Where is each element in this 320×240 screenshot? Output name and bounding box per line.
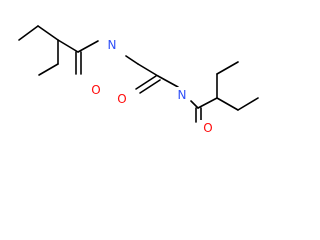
atom-labels: N O O N O [88,37,216,136]
oxygen-label: O [203,121,212,135]
bond [237,97,259,111]
right-acyl-group [195,61,259,123]
bond [216,97,239,111]
molecule-drawing: N O O N O [18,25,259,136]
bond [18,25,39,41]
bond [37,25,59,41]
oxygen-label: O [91,83,100,97]
oxygen-label: O [117,92,126,106]
bond [38,63,59,76]
label-backdrop [88,82,104,98]
structure-canvas: N O O N O [18,25,259,136]
bond [77,40,99,53]
bond [57,39,79,53]
label-backdrop [103,37,119,53]
bond [137,63,159,77]
bond [197,97,218,109]
nitrogen-label: N [108,38,117,52]
double-bond [135,75,157,90]
label-backdrop [114,91,130,107]
bond [190,100,199,109]
bond [157,75,179,88]
bond [125,55,139,65]
left-acyl-group [18,25,99,76]
bond [216,61,239,75]
nitrogen-label: N [178,88,187,102]
double-bond [139,79,161,94]
label-backdrop [200,120,216,136]
linker-chain [125,55,199,109]
label-backdrop [174,87,190,103]
